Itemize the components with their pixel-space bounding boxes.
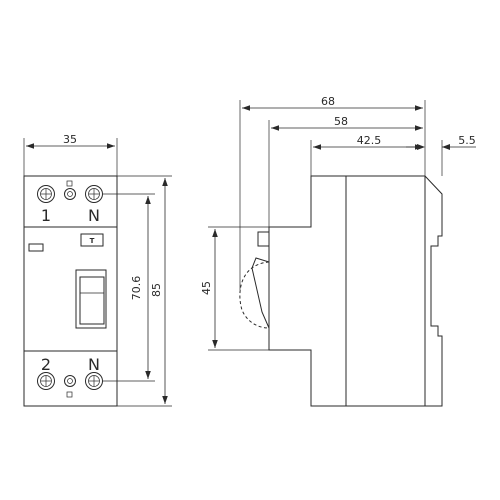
status-window	[28, 243, 44, 252]
side-housing	[268, 175, 443, 407]
side-view: 68 58 42.5 5.5 45	[200, 95, 476, 407]
terminal-label-top-right: N	[88, 206, 100, 225]
terminal-label-top-left: 1	[41, 206, 51, 225]
bottom-screw-small	[64, 375, 76, 387]
side-test-button	[257, 231, 270, 247]
depth-body-dimension-label: 42.5	[357, 134, 382, 147]
terminal-label-bottom-left: 2	[41, 355, 51, 374]
clip-depth-arrow-right	[442, 144, 450, 150]
terminal-label-bottom-right: N	[88, 355, 100, 374]
outer-height-dimension-label: 85	[150, 283, 163, 297]
side-toggle-lever	[251, 257, 270, 329]
bottom-indicator-square	[66, 391, 73, 398]
bottom-terminal-right	[85, 372, 103, 390]
test-button	[80, 233, 104, 247]
clip-depth-dimension-label: 5.5	[458, 134, 476, 147]
top-terminal-left	[37, 185, 55, 203]
bottom-terminal-left	[37, 372, 55, 390]
top-screw-small	[64, 188, 76, 200]
top-terminal-right	[85, 185, 103, 203]
front-housing	[23, 175, 118, 407]
test-button-label: T	[90, 237, 95, 245]
depth-mid-dimension-label: 58	[334, 115, 348, 128]
rail-height-dimension-label: 45	[200, 281, 213, 295]
clip-depth-arrow-left	[417, 144, 425, 150]
side-toggle-swing-arc	[239, 261, 270, 329]
toggle-lever	[79, 276, 105, 325]
top-indicator-square	[66, 180, 73, 187]
depth-overall-dimension-label: 68	[321, 95, 335, 108]
width-dimension-label: 35	[63, 133, 77, 146]
front-view: 35 1 N T	[23, 133, 172, 407]
inner-height-dimension-label: 70.6	[130, 276, 143, 301]
toggle-lever-housing	[75, 269, 107, 329]
